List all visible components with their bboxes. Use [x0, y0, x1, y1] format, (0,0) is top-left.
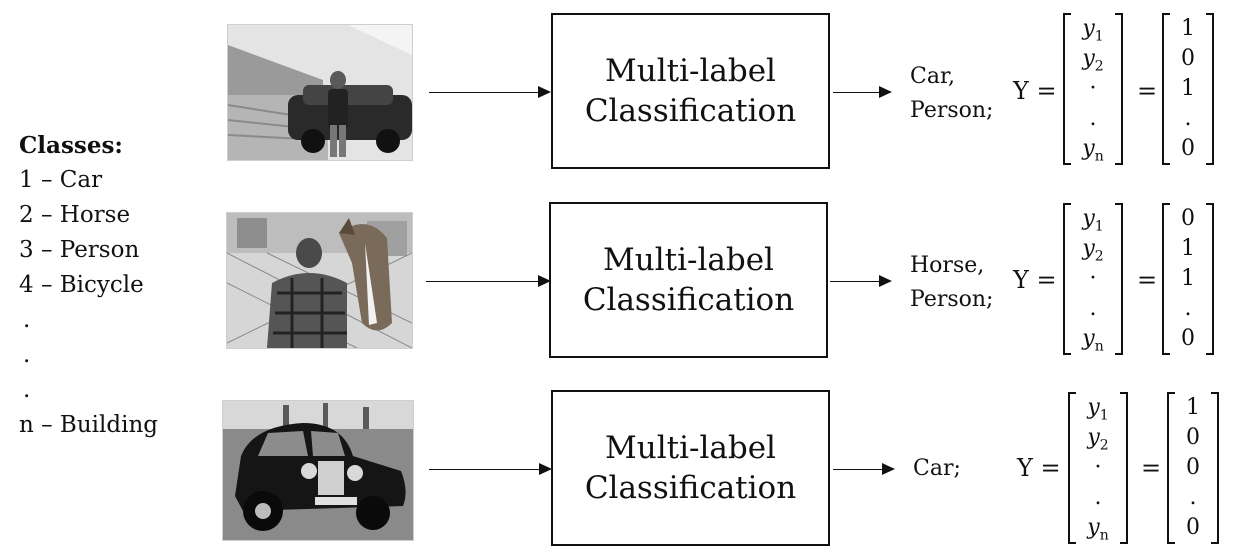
- vector-sub: 1: [1094, 218, 1104, 235]
- vector-dot: ·: [1089, 266, 1097, 291]
- vector-dot: .: [1089, 106, 1097, 131]
- value-entry: .: [1184, 106, 1192, 131]
- value-entry: 0: [1186, 515, 1200, 540]
- class-item: n – Building: [19, 412, 158, 438]
- vector-dot: ·: [1094, 455, 1102, 480]
- y-equals: Y =: [1017, 454, 1061, 482]
- photo-man-with-horse: [226, 212, 413, 349]
- vector-entry: y: [1082, 236, 1095, 261]
- class-item: 4 – Bicycle: [19, 272, 144, 298]
- value-entry: 1: [1186, 395, 1200, 420]
- vector-entry: y: [1087, 515, 1100, 540]
- value-entry: .: [1189, 485, 1197, 510]
- vector-entry: y: [1087, 395, 1100, 420]
- vector-sub: 2: [1094, 58, 1104, 75]
- classes-legend: Classes: 1 – Car 2 – Horse 3 – Person 4 …: [19, 128, 219, 443]
- arrow-image-to-classifier: [429, 86, 551, 98]
- box-label-line1: Multi-label: [605, 430, 776, 466]
- class-item: 3 – Person: [19, 237, 140, 263]
- class-ellipsis: .: [23, 307, 31, 333]
- vector-sub: n: [1094, 148, 1104, 165]
- value-entry: 0: [1181, 46, 1195, 71]
- arrow-classifier-to-output: [830, 275, 892, 287]
- box-label-line1: Multi-label: [605, 53, 776, 89]
- arrow-classifier-to-output: [833, 463, 895, 475]
- class-ellipsis: .: [23, 377, 31, 403]
- box-label-line1: Multi-label: [603, 242, 774, 278]
- value-entry: 1: [1181, 236, 1195, 261]
- vector-sub: n: [1094, 338, 1104, 355]
- class-item: 2 – Horse: [19, 202, 131, 228]
- value-entry: 1: [1181, 76, 1195, 101]
- value-entry: 1: [1181, 16, 1195, 41]
- value-entry: .: [1184, 296, 1192, 321]
- vector-entry: y: [1082, 326, 1095, 351]
- vector-sub: 1: [1094, 28, 1104, 45]
- arrow-image-to-classifier: [426, 275, 551, 287]
- vector-sub: n: [1099, 527, 1109, 544]
- equals-sign: =: [1137, 266, 1158, 294]
- multi-label-classification-box: Multi-label Classification: [549, 202, 828, 358]
- multi-label-classification-box: Multi-label Classification: [551, 13, 830, 169]
- class-ellipsis: .: [23, 342, 31, 368]
- vector-entry: y: [1082, 206, 1095, 231]
- vector-dot: .: [1094, 485, 1102, 510]
- equals-sign: =: [1137, 77, 1158, 105]
- vector-dot: .: [1089, 296, 1097, 321]
- output-line: Horse,: [910, 253, 985, 278]
- output-line: Person;: [910, 98, 994, 123]
- y-equals: Y =: [1013, 77, 1057, 105]
- vector-entry: y: [1087, 425, 1100, 450]
- vector-sub: 2: [1094, 248, 1104, 265]
- photo-vintage-car: [222, 400, 414, 541]
- output-line: Car;: [913, 456, 961, 481]
- box-label-line2: Classification: [582, 282, 795, 318]
- value-vector: 1 0 1 . 0: [1162, 13, 1214, 165]
- arrow-image-to-classifier: [429, 463, 552, 475]
- value-entry: 0: [1181, 136, 1195, 161]
- photo-man-with-car: [227, 24, 413, 161]
- classes-title: Classes:: [19, 132, 123, 159]
- output-labels: Car, Person;: [910, 60, 993, 128]
- vector-sub: 1: [1099, 407, 1109, 424]
- variable-vector: y1 y2 · . yn: [1063, 13, 1123, 165]
- vector-entry: y: [1082, 16, 1095, 41]
- value-vector: 1 0 0 . 0: [1167, 392, 1219, 544]
- equals-sign: =: [1141, 454, 1162, 482]
- box-label-line2: Classification: [584, 470, 797, 506]
- variable-vector: y1 y2 · . yn: [1063, 203, 1123, 355]
- value-entry: 0: [1181, 206, 1195, 231]
- value-entry: 0: [1186, 425, 1200, 450]
- vector-sub: 2: [1099, 437, 1109, 454]
- value-entry: 1: [1181, 266, 1195, 291]
- output-labels: Car;: [913, 452, 961, 486]
- output-line: Person;: [910, 287, 994, 312]
- vector-dot: ·: [1089, 76, 1097, 101]
- output-line: Car,: [910, 64, 956, 89]
- vector-entry: y: [1082, 46, 1095, 71]
- variable-vector: y1 y2 · . yn: [1068, 392, 1128, 544]
- vector-entry: y: [1082, 136, 1095, 161]
- output-labels: Horse, Person;: [910, 249, 993, 317]
- value-vector: 0 1 1 . 0: [1162, 203, 1214, 355]
- value-entry: 0: [1186, 455, 1200, 480]
- value-entry: 0: [1181, 326, 1195, 351]
- box-label-line2: Classification: [584, 93, 797, 129]
- class-item: 1 – Car: [19, 167, 103, 193]
- multi-label-classification-box: Multi-label Classification: [551, 390, 830, 546]
- y-equals: Y =: [1013, 266, 1057, 294]
- arrow-classifier-to-output: [833, 86, 892, 98]
